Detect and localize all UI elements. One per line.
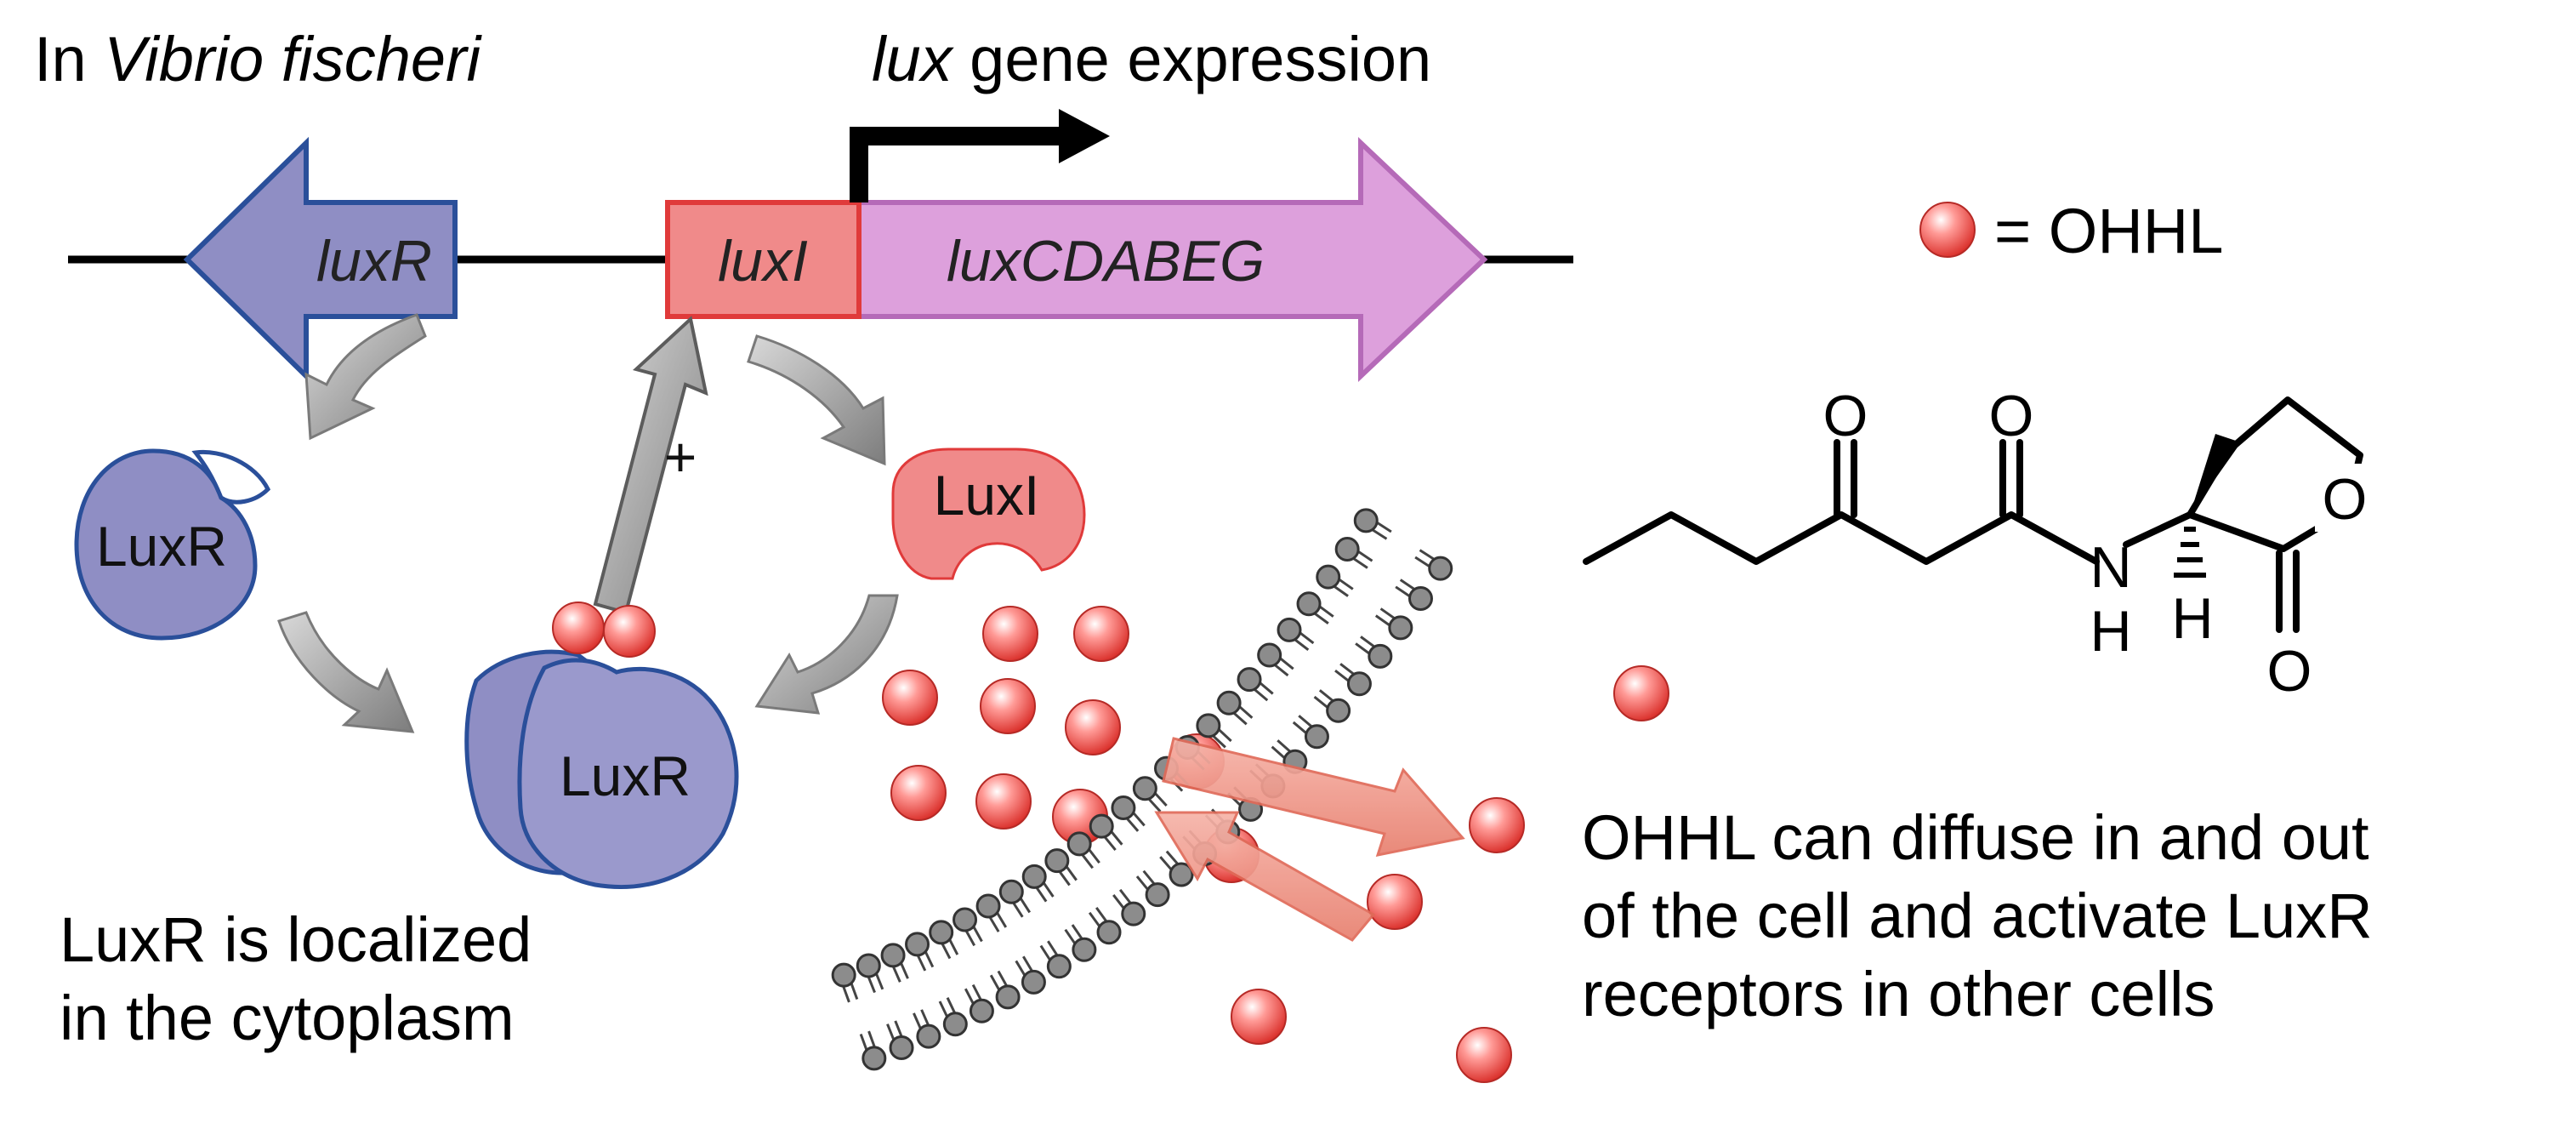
lipid-head (929, 920, 954, 945)
cycle-arrow-luxI-to-protein (747, 334, 886, 466)
lipid-head (1196, 713, 1221, 738)
lipid-head (1368, 643, 1393, 669)
feedback-sign: + (664, 425, 697, 488)
lipid-head (1326, 698, 1351, 723)
luxR-complex-label: LuxR (560, 744, 691, 807)
luxR-ohhl-complex (464, 602, 739, 889)
lipid-head (1316, 564, 1341, 590)
promoter-arrowhead (1059, 109, 1110, 163)
luxI-gene-box (665, 200, 862, 319)
lipid-head (1169, 862, 1194, 887)
lipid-head (1216, 690, 1242, 716)
ohhl-ball (890, 765, 947, 821)
lipid-head (998, 879, 1024, 904)
lipid-head (1066, 831, 1092, 857)
ohhl-ball (980, 678, 1036, 734)
luxR-gene-label: luxR (316, 229, 432, 294)
lipid-head (889, 1035, 914, 1061)
lipid-head (995, 984, 1021, 1010)
lipid-head (1046, 954, 1072, 979)
atom-n: N (2090, 535, 2131, 600)
luxCDABEG-gene-arrow (856, 137, 1488, 382)
positive-feedback-arrow (593, 316, 708, 615)
diffusion-arrow-in (1154, 811, 1376, 942)
diffusion-arrows (1154, 737, 1465, 942)
lipid-head (1277, 617, 1302, 642)
ohhl-legend-label: = OHHL (1994, 196, 2223, 266)
lipid-head (942, 1012, 968, 1037)
lipid-head (1388, 615, 1413, 641)
promoter-arrow (850, 127, 1063, 202)
lipid-head (1145, 882, 1170, 908)
wedge-bond (2190, 434, 2241, 515)
lipid-head (1121, 901, 1146, 926)
lipid-head (1021, 969, 1046, 995)
lipid-head (1096, 920, 1122, 945)
atom-o-ring: O (2323, 467, 2368, 532)
luxI-gene-label: luxI (718, 229, 808, 294)
lipid-head (1072, 937, 1097, 962)
lipid-head (1021, 864, 1047, 889)
lipid-head (975, 893, 1001, 919)
lipid-head (1353, 508, 1379, 533)
ohhl-ball (1613, 665, 1669, 721)
ohhl-chemical-structure (1583, 396, 2363, 633)
lipid-head (1089, 813, 1114, 839)
cytoplasm-note: LuxR is localized in the cytoplasm (60, 904, 549, 1053)
ohhl-ball-legend (1919, 202, 1976, 258)
ohhl-ball (1367, 874, 1423, 930)
lipid-head (880, 943, 906, 968)
ohhl-ball (1065, 699, 1121, 755)
luxI-protein (891, 448, 1086, 580)
lipid-head (1237, 667, 1262, 693)
ohhl-ball (882, 670, 938, 726)
lipid-head (1334, 537, 1360, 562)
luxR-gene-arrow (183, 136, 458, 383)
gene-expression-label: lux gene expression (872, 24, 1431, 94)
luxR-free-label: LuxR (96, 515, 227, 578)
diffusion-arrow-out (1162, 737, 1465, 857)
lipid-head (1304, 724, 1329, 750)
cycle-arrow-luxI-to-complex (754, 594, 899, 715)
ohhl-ball (1073, 606, 1129, 662)
lipid-head (1428, 556, 1453, 581)
diffusion-note: OHHL can diffuse in and out of the cell … (1582, 802, 2390, 1029)
ohhl-ball (1469, 797, 1525, 853)
atom-n-h: H (2090, 599, 2131, 664)
lipid-head (862, 1046, 887, 1071)
ohhl-ball (975, 773, 1032, 830)
lipid-head (1132, 776, 1157, 801)
cycle-arrows (277, 313, 899, 733)
lipid-head (1296, 591, 1322, 617)
lipid-head (969, 998, 994, 1023)
cycle-arrow-luxR-to-protein (304, 313, 427, 441)
atom-stereo-h: H (2171, 586, 2213, 651)
atom-o-ketone: O (1823, 384, 1868, 448)
lipid-head (1346, 671, 1372, 697)
atom-o-carbonyl: O (2267, 639, 2312, 704)
organism-title: In Vibrio fischeri (34, 24, 483, 94)
lipid-head (1044, 848, 1070, 874)
lipid-head (952, 907, 978, 932)
lipid-head (1111, 795, 1136, 820)
hashed-bond (2174, 527, 2206, 578)
luxCDABEG-gene-label: luxCDABEG (947, 229, 1265, 294)
ohhl-ball (982, 606, 1038, 662)
lipid-head (905, 932, 930, 957)
lipid-head (916, 1023, 941, 1049)
lipid-head (831, 962, 856, 988)
ohhl-ball (1231, 989, 1287, 1045)
cycle-arrow-protein-to-complex (277, 611, 415, 733)
ohhl-ball (1456, 1027, 1512, 1083)
lipid-head (1407, 586, 1433, 612)
atom-o-amide: O (1989, 384, 2034, 448)
luxI-protein-label: LuxI (934, 464, 1040, 527)
lipid-head (1257, 642, 1282, 668)
lipid-head (856, 953, 881, 978)
